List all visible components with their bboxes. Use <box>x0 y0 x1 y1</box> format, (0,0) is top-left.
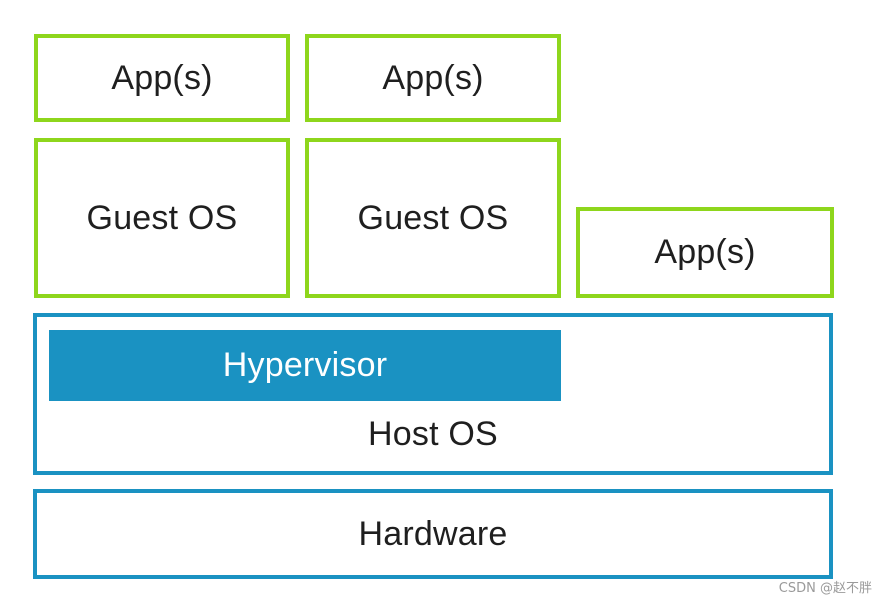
vm2-guest-os-box: Guest OS <box>305 138 561 298</box>
vm2-app-label: App(s) <box>382 58 484 97</box>
vm1-guest-os-box: Guest OS <box>34 138 290 298</box>
vm1-app-label: App(s) <box>111 58 213 97</box>
native-app-box: App(s) <box>576 207 834 298</box>
hardware-label: Hardware <box>358 514 508 553</box>
hypervisor-label: Hypervisor <box>222 346 388 384</box>
host-os-box: Hypervisor Host OS <box>33 313 833 475</box>
vm1-app-box: App(s) <box>34 34 290 122</box>
hardware-box: Hardware <box>33 489 833 579</box>
vm1-guest-os-label: Guest OS <box>86 198 238 237</box>
vm2-guest-os-label: Guest OS <box>357 198 509 237</box>
hypervisor-box: Hypervisor <box>49 330 561 401</box>
watermark: CSDN @赵不胖 <box>778 581 872 596</box>
native-app-label: App(s) <box>654 233 756 271</box>
vm2-app-box: App(s) <box>305 34 561 122</box>
host-os-label: Host OS <box>368 415 498 453</box>
